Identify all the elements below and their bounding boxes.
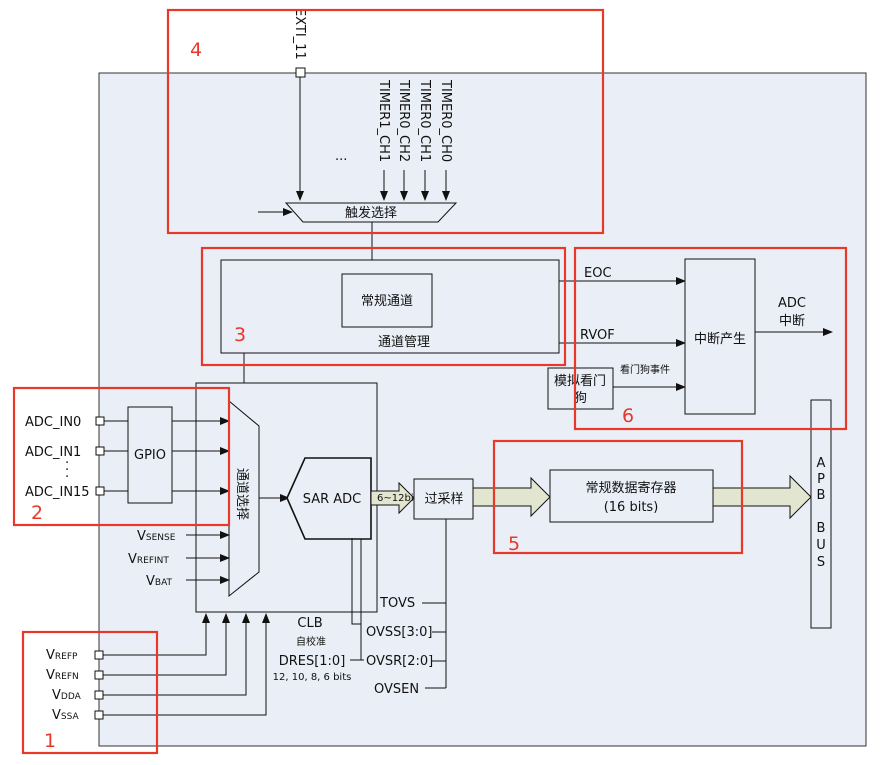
vssa-label: VSSA [52,708,79,723]
watchdog-label: 模拟看门狗 [554,373,606,406]
svg-text:A: A [817,456,826,471]
timer-label-1: TIMER1_CH1 [376,79,391,162]
sar-adc-block [286,457,372,540]
resolution-label: 6~12bit [377,493,418,504]
interrupt-generator-box [684,258,756,415]
oversample-label: 过采样 [424,492,463,507]
apb-bus [810,399,832,629]
gpio-label: GPIO [134,448,166,463]
vbat-label: VBAT [146,574,173,589]
region-6-box [573,246,848,431]
timer-dots: ... [335,149,347,164]
clb-label: CLB [297,616,322,631]
vrefn-label: VREFN [46,668,79,683]
region-2-box [12,386,231,527]
ovsen-label: OVSEN [374,682,419,697]
trigger-select [284,202,458,223]
region-1-number: 1 [44,730,56,752]
region-4-number: 4 [190,39,202,61]
pin-label-in1: ADC_IN1 [25,445,81,460]
adc-input-pins: ADC_IN0 ADC_IN1 ADC_IN15 · · · [25,415,128,500]
region-5-box [492,439,744,555]
vrefint-label: VREFINT [128,552,169,567]
vrefp-label: VREFP [46,648,78,663]
pin-dots-3: · [65,470,69,485]
trigger-select-label: 触发选择 [345,205,397,221]
channel-mux-label: 通道选择 [234,468,249,520]
gpio-box [127,406,173,504]
tovs-label: TOVS [379,596,415,611]
ovss-label: OVSS[3:0] [366,625,432,640]
adc-interrupt-label-1: ADC [778,296,806,311]
svg-text:B: B [817,521,826,536]
pin-dots: · [65,456,69,471]
pin-label-in15: ADC_IN15 [25,485,90,500]
resolution-arrow [370,481,415,515]
svg-text:B: B [817,488,826,503]
timer-label-2: TIMER0_CH2 [396,79,411,162]
pin-label-in0: ADC_IN0 [25,415,81,430]
region-3-box [200,246,567,367]
region-5-number: 5 [508,533,520,555]
internal-channels: VSENSE VREFINT VBAT [128,529,230,589]
apb-bus-label: A P B B U S [816,456,826,570]
timer-label-4: TIMER0_CH0 [438,79,453,162]
region-3-number: 3 [234,324,246,346]
ovsr-label: OVSR[2:0] [366,654,433,669]
regular-channel-box [341,273,433,328]
region-2-number: 2 [31,502,43,524]
svg-text:P: P [817,472,825,487]
region-1-box [21,630,159,755]
pin-dots-2: · [65,463,69,478]
supply-pins: VREFP VREFN VDDA VSSA [46,613,270,723]
highlight-regions [12,8,848,755]
region-4-box [166,8,605,235]
adc-interrupt-label-2: 中断 [779,314,805,329]
data-arrow-1 [472,476,551,518]
svg-text:U: U [816,538,826,553]
clb-note: 自校准 [296,635,326,648]
data-arrow-2 [712,474,812,520]
vsense-label: VSENSE [137,529,176,544]
timer-label-3: TIMER0_CH1 [417,79,432,162]
channel-management-label: 通道管理 [378,335,430,350]
dres-label: DRES[1:0] [279,654,346,669]
regular-channel-label: 常规通道 [361,294,413,309]
eoc-label: EOC [584,266,612,281]
rvof-label: RVOF [580,328,615,343]
exti-label: EXTI_11 [292,8,307,60]
data-register-box [549,469,714,523]
vdda-label: VDDA [52,688,82,703]
data-register-width: (16 bits) [604,500,659,515]
watchdog-box [547,367,614,410]
sar-adc-label: SAR ADC [303,492,362,507]
interrupt-generator-label: 中断产生 [694,332,746,347]
dres-note: 12, 10, 8, 6 bits [273,672,352,683]
data-register-label: 常规数据寄存器 [585,480,676,496]
watchdog-event-label: 看门狗事件 [620,363,670,376]
timer-inputs: ... TIMER1_CH1 TIMER0_CH2 TIMER0_CH1 TIM… [335,79,453,201]
region-6-number: 6 [622,405,634,427]
svg-text:S: S [817,555,825,570]
exti-pin [295,67,306,78]
